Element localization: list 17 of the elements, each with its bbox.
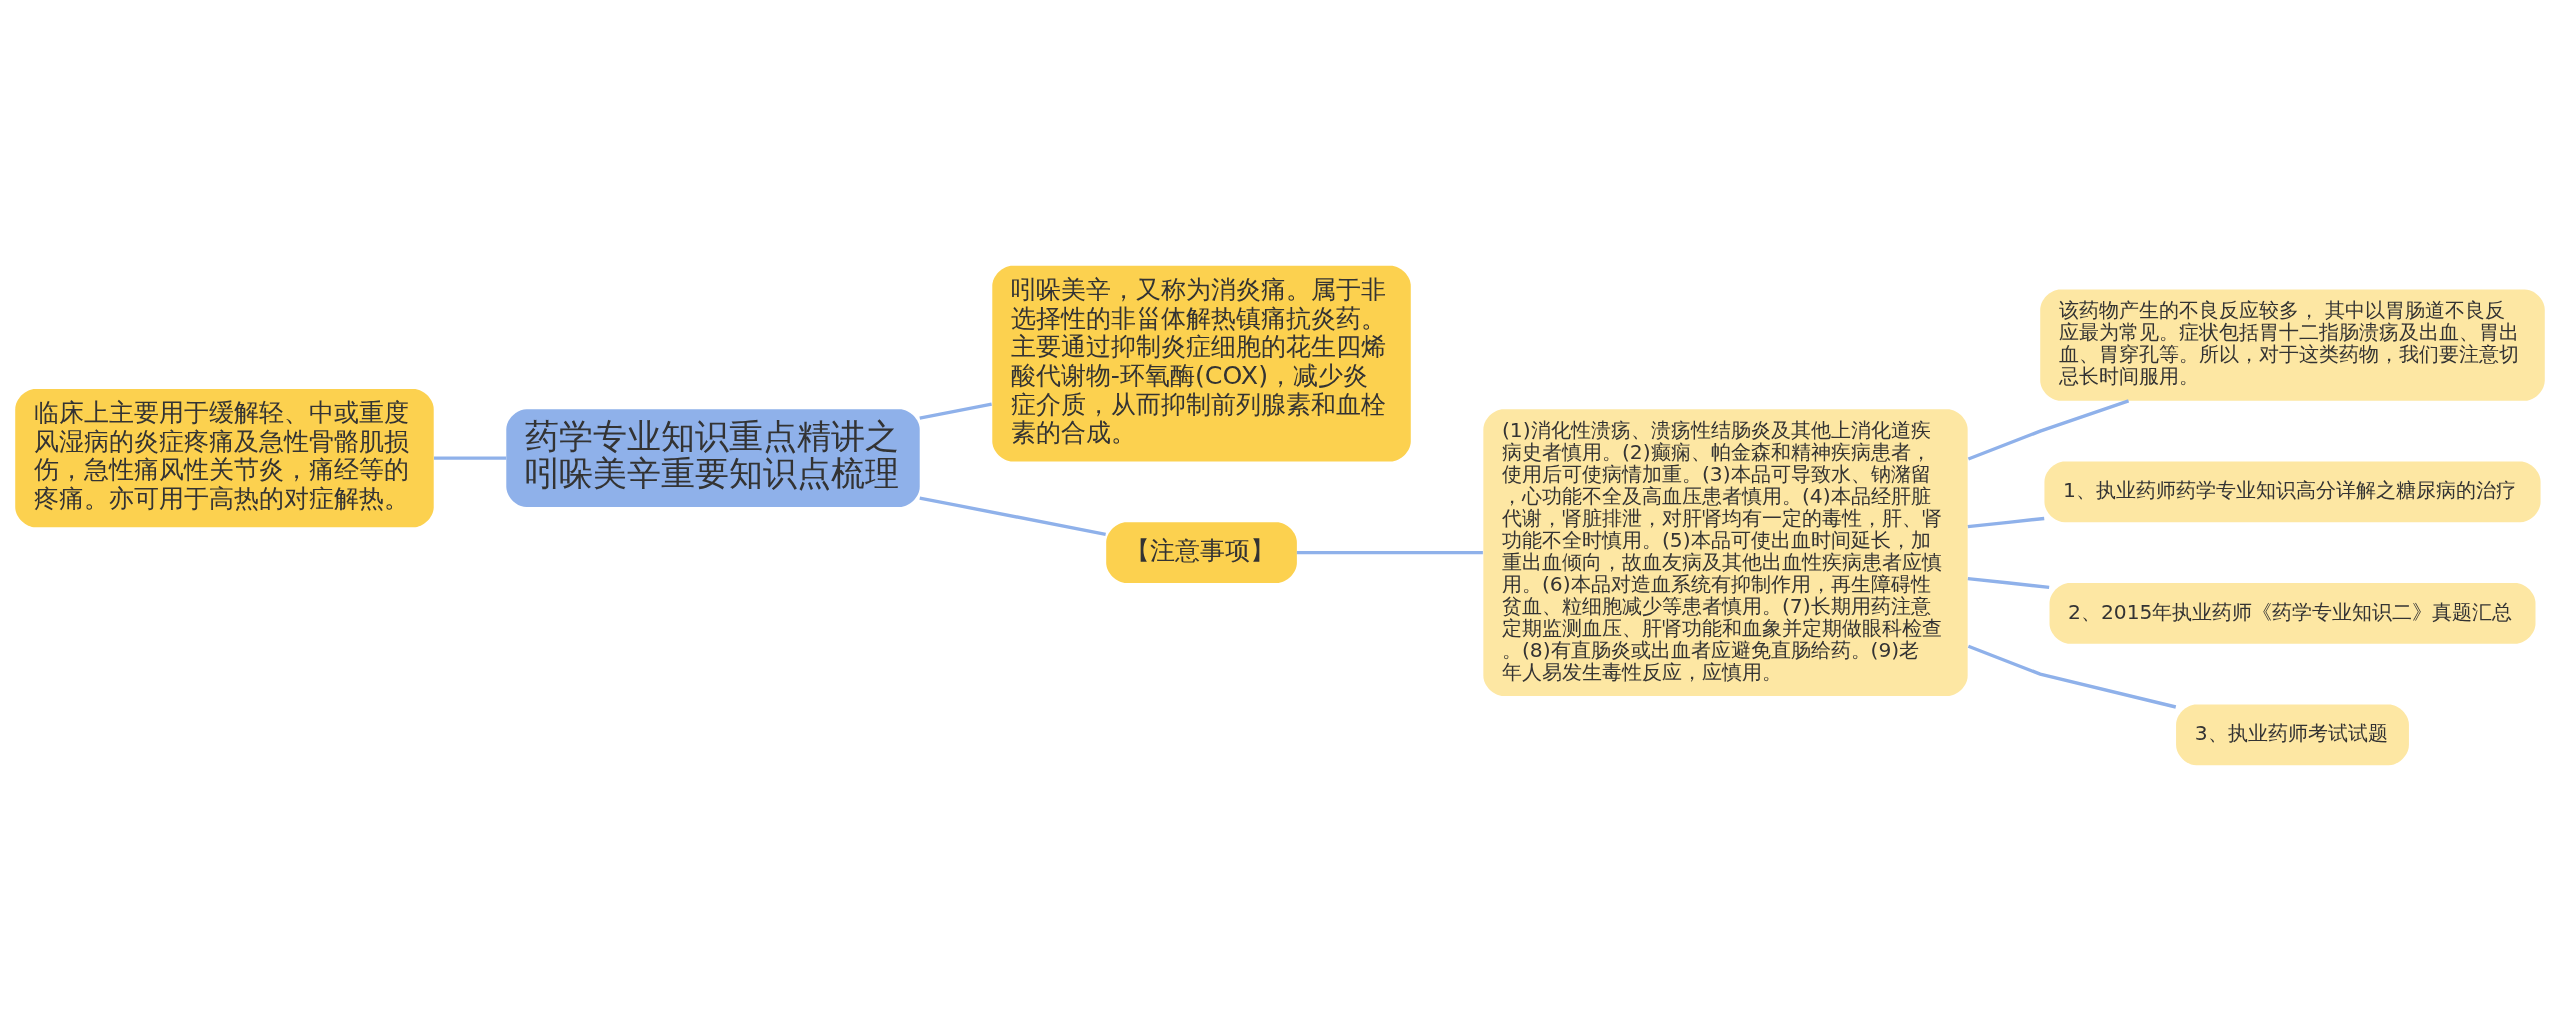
node-box: 3、执业药师考试试题 (2176, 704, 2409, 766)
connector (434, 456, 507, 460)
node-box: 【注意事项】 (1106, 522, 1297, 583)
node-box: 该药物产生的不良反应较多， 其中以胃肠道不良反应最为常见。症状包括胃十二指肠溃疡及出血、胃出血、胃穿孔等。所以，对于这类药物，我们要注意切忌长时间服用。 (2040, 289, 2545, 401)
connector (1967, 576, 2050, 589)
node-box: (1)消化性溃疡、溃疡性结肠炎及其他上消化道疾病史者慎用。(2)癫痫、帕金森和精神疾病患者，使用后可使病情加重。(3)本品可导致水、钠潴留，心功能不全及高血压患者慎用。(4)本品经肝脏代谢，肾脏排泄，对肝肾均有一定的毒性，肝、肾功能不全时慎用。(5)本品可使出血时间延长，加重出血倾向，故血友病及其他出血性疾病患者应慎用。(6)本品对造血系统有抑制作用，再生障碍性贫血、粒细胞减少等患者慎用。(7)长期用药注意定期监测血压、肝肾功能和血象并定期做眼科检查。(8)有直肠炎或出血者应避免直肠给药。(9)老年人易发生毒性反应，应慎用。 (1483, 409, 1968, 697)
node-box: 药学专业知识重点精讲之吲哚美辛重要知识点梳理 (506, 409, 920, 508)
connector (1967, 516, 2045, 529)
connector (919, 496, 1106, 536)
connector (1967, 644, 2177, 709)
connector (1296, 550, 1483, 555)
node-box: 1、执业药师药学专业知识高分详解之糖尿病的治疗 (2044, 461, 2541, 523)
node-box: 临床上主要用于缓解轻、中或重度风湿病的炎症疼痛及急性骨骼肌损伤，急性痛风性关节炎，痛经等的疼痛。亦可用于高热的对症解热。 (15, 388, 434, 528)
connector (1967, 399, 2130, 461)
node-box: 吲哚美辛，又称为消炎痛。属于非选择性的非甾体解热镇痛抗炎药。主要通过抑制炎症细胞的花生四烯酸代谢物-环氧酶(COX)，减少炎症介质，从而抑制前列腺素和血栓素的合成。 (992, 265, 1411, 462)
connector (919, 402, 992, 420)
node-box: 2、2015年执业药师《药学专业知识二》真题汇总 (2049, 583, 2536, 644)
